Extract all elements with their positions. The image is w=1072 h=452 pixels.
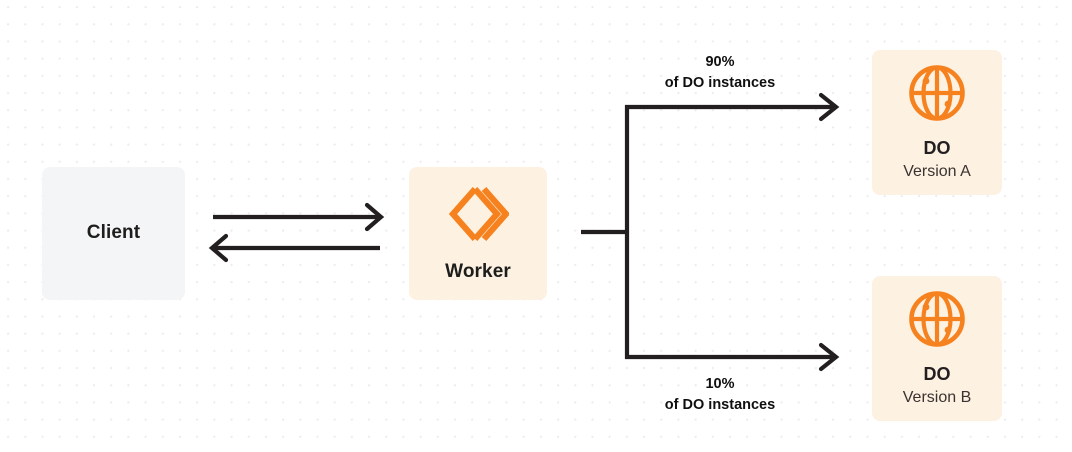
globe-icon [907,63,967,123]
globe-icon [907,289,967,349]
edge-label-do-a-caption: of DO instances [664,75,776,92]
node-worker-label: Worker [445,261,511,283]
edge-label-do-b: 10% of DO instances [665,374,775,416]
node-do-version-a: DO Version A [872,50,1002,195]
arrow-client-to-worker [213,202,385,232]
node-do-version-b: DO Version B [872,276,1002,421]
arrow-worker-to-client [208,233,380,263]
arrow-worker-to-do-b [625,342,840,372]
node-do-a-sublabel: Version A [903,163,971,181]
node-do-b-label: DO [923,363,951,384]
edge-label-do-a-percent: 90% [705,54,735,70]
node-client: Client [42,167,185,300]
node-do-b-sublabel: Version B [902,389,972,407]
arrow-worker-to-do-a [625,92,840,122]
node-do-a-label: DO [923,137,951,158]
node-worker: Worker [409,167,547,300]
cloudflare-workers-icon [447,183,511,245]
edge-label-do-b-caption: of DO instances [664,397,776,414]
node-client-label: Client [86,222,141,244]
edge-label-do-a: 90% of DO instances [665,52,775,94]
edge-label-do-b-percent: 10% [705,376,735,392]
